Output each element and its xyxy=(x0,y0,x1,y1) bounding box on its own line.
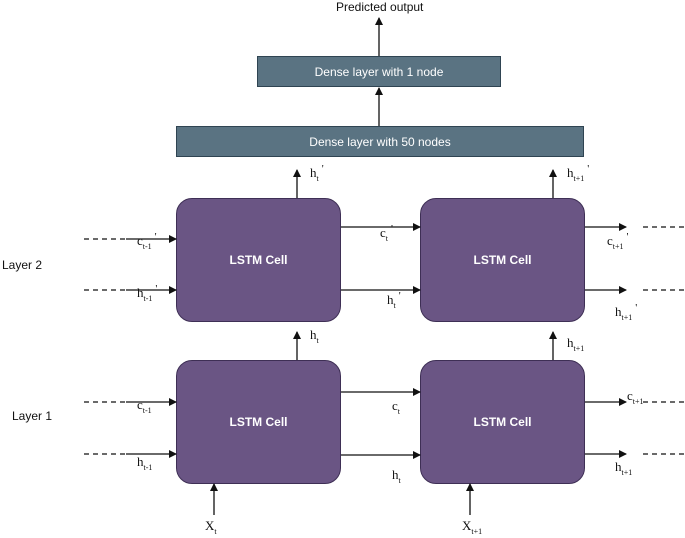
signal-label-h-t1-p: ht+1' xyxy=(567,163,589,183)
lstm-cell-layer2-t: LSTM Cell xyxy=(176,198,341,322)
layer-2-label: Layer 2 xyxy=(2,258,43,272)
lstm-cell-layer1-t: LSTM Cell xyxy=(176,360,341,484)
signal-label-c-tm1: ct-1 xyxy=(137,397,152,415)
signal-label-c-t1-p: ct+1' xyxy=(607,231,629,251)
lstm-cell-layer1-t1: LSTM Cell xyxy=(420,360,585,484)
signal-label-h-t1-p2: ht+1' xyxy=(615,302,637,322)
signal-label-h-tm1-p: ht-1' xyxy=(137,283,157,303)
signal-label-h-t1b: ht+1 xyxy=(615,459,632,477)
dense-layer-1-node: Dense layer with 1 node xyxy=(257,56,501,87)
signal-label-c-t-p: ct' xyxy=(380,223,393,243)
signal-label-h-t1: ht+1 xyxy=(567,335,584,353)
signal-label-h-t-p: ht' xyxy=(310,163,324,183)
signal-label-c-tm1-p: ct-1' xyxy=(137,231,157,251)
signal-label-x-t1: Xt+1 xyxy=(462,518,482,536)
dense-layer-50-nodes: Dense layer with 50 nodes xyxy=(176,126,584,157)
signal-label-h-tm1: ht-1 xyxy=(137,454,152,472)
signal-label-c-t: ct xyxy=(392,398,401,416)
signal-label-h-t2: ht xyxy=(392,467,402,485)
predicted-output-label: Predicted output xyxy=(336,0,424,14)
signal-label-c-t1: ct+1 xyxy=(627,388,644,406)
signal-label-h-t-p2: ht' xyxy=(387,290,401,310)
signal-label-h-t: ht xyxy=(310,327,320,345)
layer-1-label: Layer 1 xyxy=(12,409,53,423)
lstm-cell-layer2-t1: LSTM Cell xyxy=(420,198,585,322)
signal-label-x-t: Xt xyxy=(205,518,217,536)
